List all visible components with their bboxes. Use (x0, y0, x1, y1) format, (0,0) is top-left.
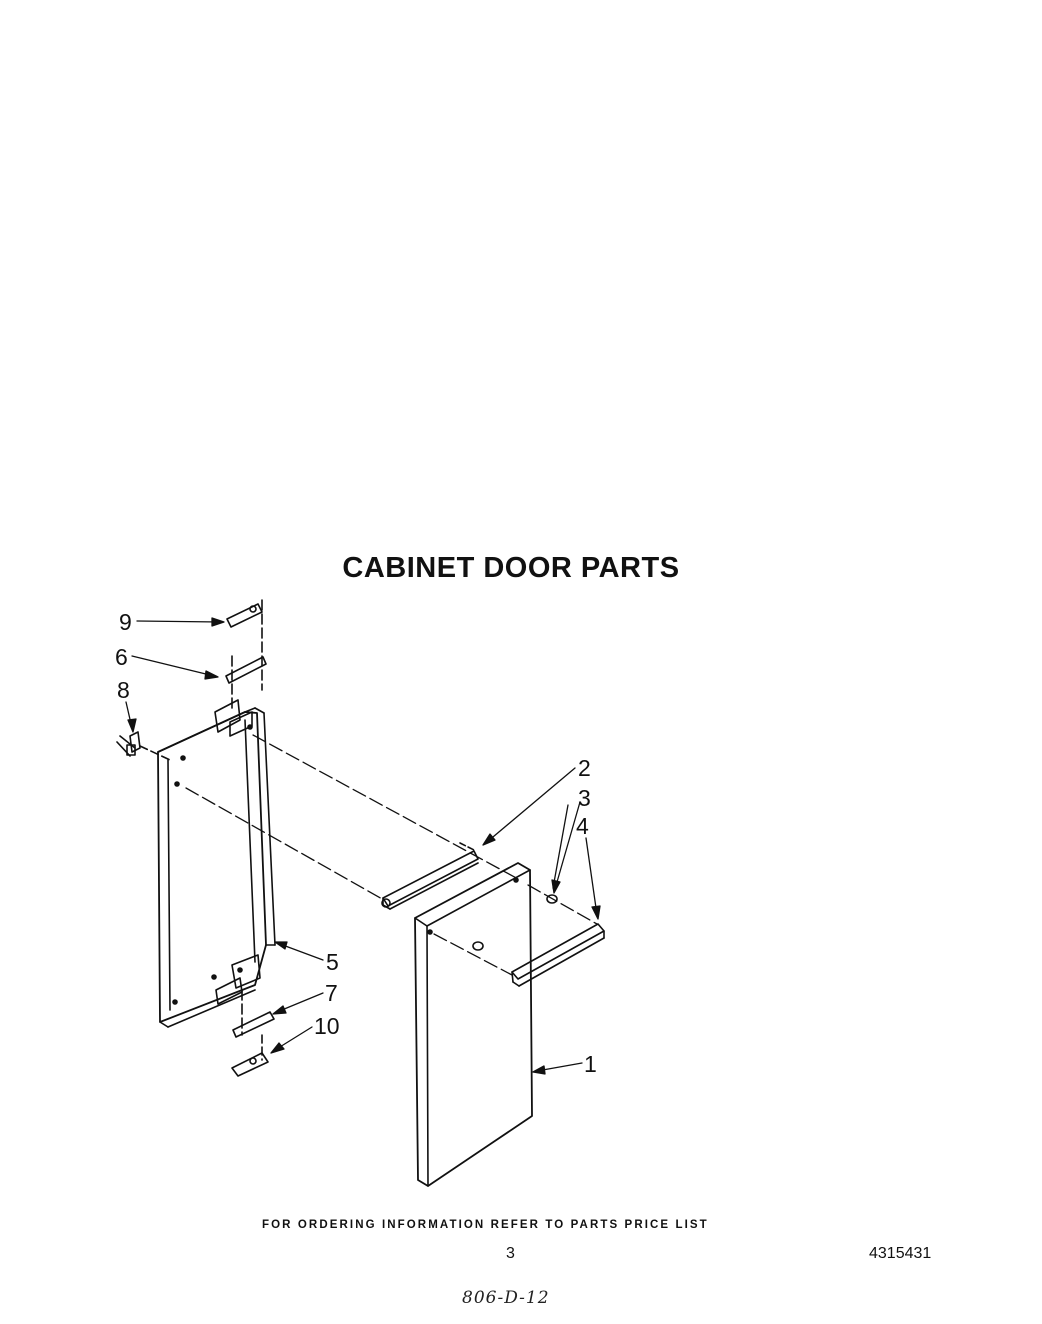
handwritten-code: 806-D-12 (462, 1288, 550, 1308)
door-stop-part (116, 731, 171, 761)
door-frame-part (157, 699, 276, 1028)
callout-4: 4 (576, 813, 589, 839)
callout-9: 9 (119, 609, 132, 635)
page-title: CABINET DOOR PARTS (342, 552, 680, 584)
door-panel-part (414, 862, 533, 1187)
document-number: 4315431 (869, 1245, 932, 1262)
bushing-part (472, 894, 558, 951)
callout-7: 7 (325, 980, 338, 1006)
page-number: 3 (506, 1245, 515, 1262)
callout-6: 6 (115, 644, 128, 670)
callout-2: 2 (578, 755, 591, 781)
upper-spacer-part (225, 655, 267, 713)
callout-8: 8 (117, 677, 130, 703)
alignment-lines (185, 734, 598, 976)
callout-10: 10 (314, 1013, 340, 1039)
callout-5: 5 (326, 949, 339, 975)
callout-3: 3 (578, 785, 591, 811)
top-hinge-part (226, 599, 263, 691)
callout-1: 1 (584, 1051, 597, 1077)
lower-spacer-part (232, 989, 275, 1038)
handle-bracket-part (381, 842, 479, 910)
leader-lines (125, 617, 601, 1075)
bottom-hinge-part (231, 1034, 269, 1077)
ordering-note: FOR ORDERING INFORMATION REFER TO PARTS … (262, 1219, 709, 1231)
door-handle-part (511, 923, 605, 987)
